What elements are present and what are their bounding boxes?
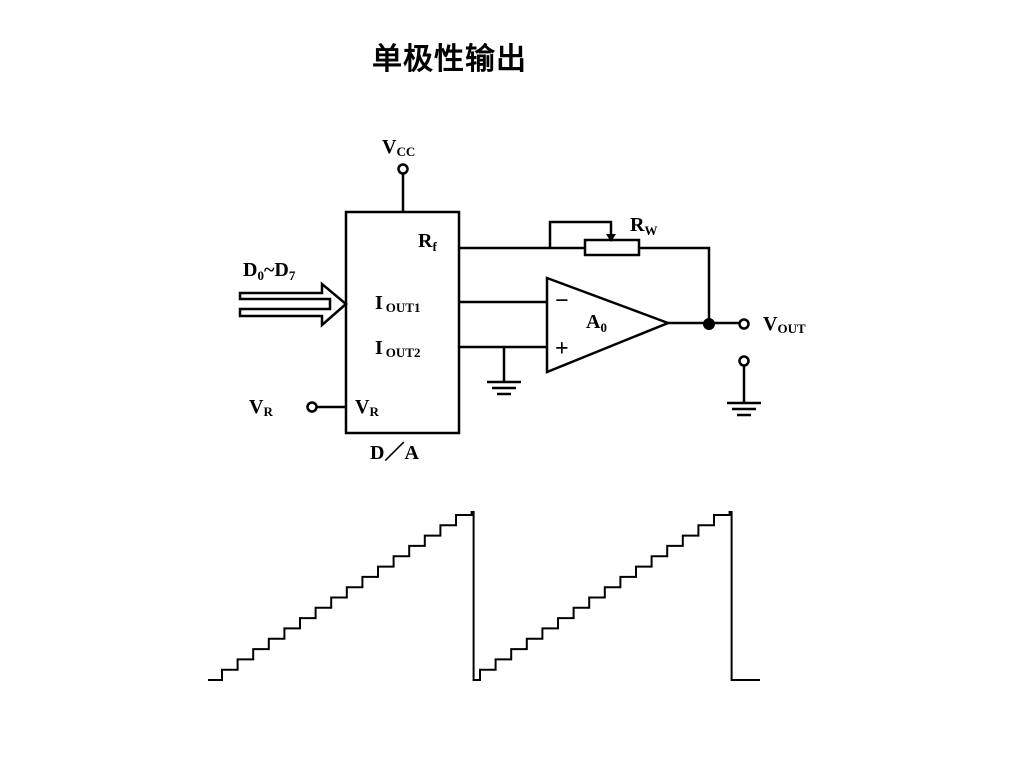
vcc-terminal <box>397 163 409 175</box>
staircase-waveform <box>208 511 760 681</box>
ground-symbol-2 <box>727 401 761 417</box>
chip-label: D／A <box>370 441 419 464</box>
vcc-label: VCC <box>382 136 415 159</box>
amp-plus-sign: + <box>555 336 569 362</box>
rw-resistor <box>583 238 641 257</box>
vr-terminal <box>306 401 318 413</box>
junction-dot <box>703 318 715 330</box>
rw-label: RW <box>630 214 657 238</box>
rf-feedback-wire <box>459 246 711 323</box>
vr-pin-label: VR <box>355 396 379 419</box>
ref-terminal <box>738 355 750 367</box>
rw-wiper-arrow <box>606 234 616 242</box>
vout-terminal <box>738 318 750 330</box>
rw-wiper-wire <box>548 220 613 248</box>
amp-minus-sign: − <box>555 288 569 314</box>
rf-label: Rf <box>418 230 437 254</box>
data-bus-label: D0~D7 <box>243 259 296 283</box>
op-amp <box>545 276 672 374</box>
vout-label: VOUT <box>763 313 806 336</box>
slide-title: 单极性输出 <box>372 42 527 77</box>
data-bus-arrow <box>238 281 348 328</box>
amp-label: A0 <box>586 311 607 335</box>
ground-symbol-1 <box>487 380 521 396</box>
vr-input-label: VR <box>249 396 273 419</box>
circuit-wires <box>238 163 750 435</box>
